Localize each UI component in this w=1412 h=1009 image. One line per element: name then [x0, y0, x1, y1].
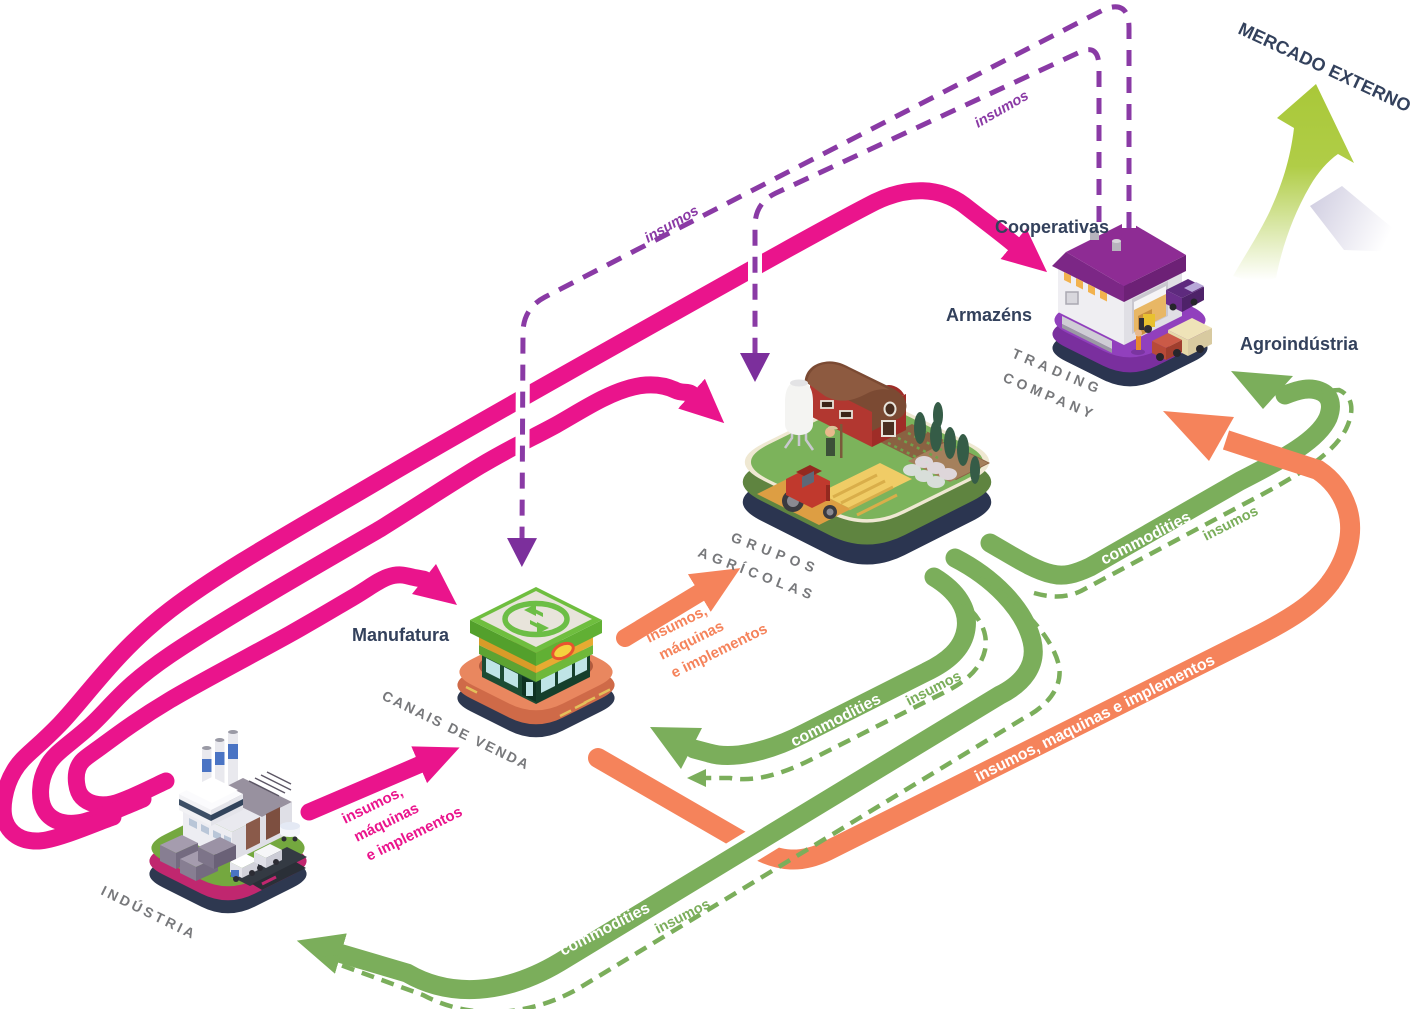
svg-text:Agroindústria: Agroindústria: [1240, 334, 1359, 354]
svg-text:Armazéns: Armazéns: [946, 305, 1032, 325]
svg-text:Cooperativas: Cooperativas: [995, 217, 1109, 237]
svg-text:Manufatura: Manufatura: [352, 625, 450, 645]
